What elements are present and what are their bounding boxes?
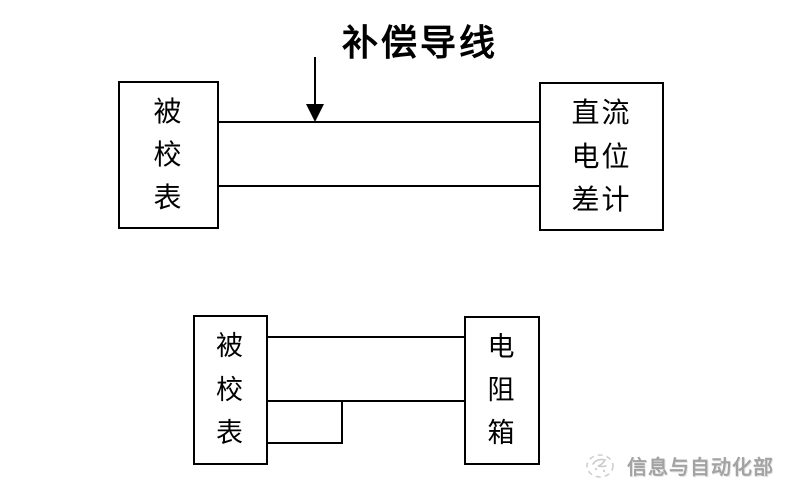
arrow-shaft — [314, 57, 316, 106]
resistance-box: 电 阻 箱 — [464, 316, 540, 465]
top-circuit-wire-upper — [219, 121, 539, 123]
box-label-line: 校 — [153, 139, 184, 170]
box-label-line: 电位 — [571, 140, 632, 172]
box-label-line: 表 — [216, 417, 245, 448]
bottom-circuit-wire-upper — [268, 336, 464, 338]
top-circuit-wire-lower — [219, 185, 539, 187]
bottom-circuit-wire-middle — [268, 400, 464, 402]
box-label-line: 差计 — [571, 183, 632, 215]
watermark-text: 信息与自动化部 — [627, 456, 774, 479]
bottom-circuit-wire-vertical — [341, 400, 343, 444]
box-label-line: 箱 — [487, 418, 517, 448]
box-label-line: 被 — [153, 96, 184, 127]
box-label-line: 表 — [153, 182, 184, 213]
box-label-line: 直流 — [571, 97, 632, 129]
box-label-line: 阻 — [487, 375, 517, 405]
compensation-wire-label: 补偿导线 — [341, 22, 498, 63]
dc-potentiometer-box: 直流 电位 差计 — [539, 82, 664, 231]
box-label-line: 电 — [487, 332, 517, 362]
arrow-head — [306, 104, 324, 122]
meter-under-test-box-top: 被 校 表 — [118, 81, 219, 229]
bottom-circuit-wire-stub — [268, 442, 343, 444]
meter-under-test-box-bottom: 被 校 表 — [193, 315, 268, 465]
watermark: 信息与自动化部 — [582, 447, 774, 483]
box-label-line: 校 — [216, 374, 245, 405]
watermark-logo-icon — [586, 454, 614, 478]
box-label-line: 被 — [216, 331, 245, 362]
